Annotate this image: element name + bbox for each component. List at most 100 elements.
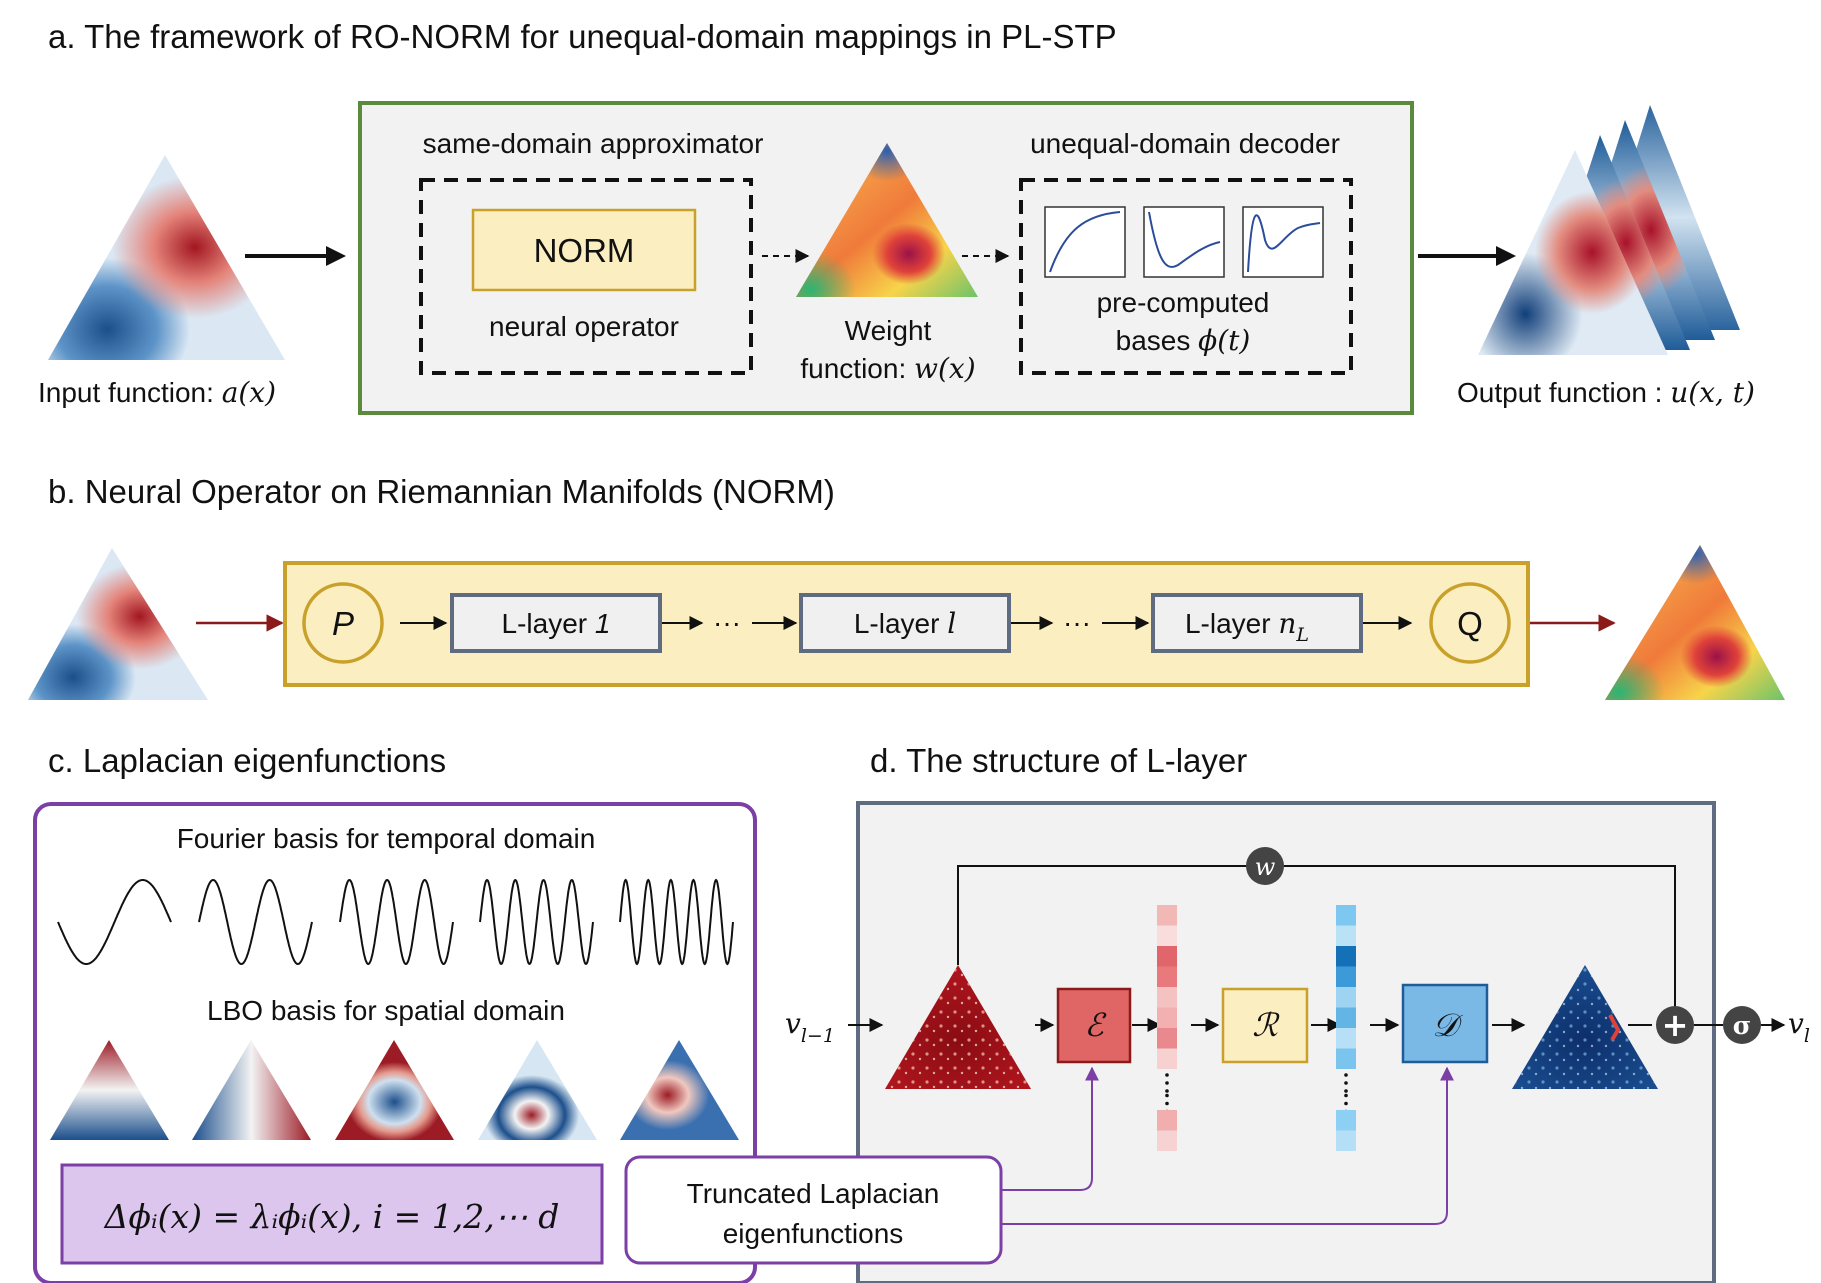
l-layer-n-box bbox=[1151, 593, 1363, 653]
decoder-box bbox=[1401, 983, 1489, 1064]
blue-vector-ellipsis-dot bbox=[1344, 1093, 1348, 1098]
input-function-math: a(x) bbox=[222, 376, 276, 409]
lbo-basis-3 bbox=[335, 1040, 454, 1140]
blue-vector-cell bbox=[1336, 987, 1356, 1008]
panel-a-title: a. The framework of RO-NORM for unequal-… bbox=[48, 18, 1117, 55]
weight-label-line2: function: bbox=[800, 353, 914, 384]
input-function-triangle bbox=[48, 155, 285, 360]
sum-label: + bbox=[1662, 1006, 1689, 1044]
blue-vector-ellipsis-dot bbox=[1344, 1073, 1348, 1077]
p-label: P bbox=[332, 605, 354, 642]
norm-output-triangle bbox=[1605, 545, 1785, 700]
weight-label-math: w(x) bbox=[914, 352, 976, 385]
truncated-eigenfunctions-box bbox=[624, 1155, 1003, 1265]
output-function-stack bbox=[1478, 105, 1740, 355]
svg-text:Input function: a(x): Input function: a(x) bbox=[38, 376, 276, 409]
svg-text:L-layer l: L-layer l bbox=[854, 607, 956, 640]
l-layer-1-box bbox=[450, 593, 662, 653]
output-function-math: u(x, t) bbox=[1670, 376, 1755, 409]
l-layer-n-sub: L bbox=[1295, 624, 1309, 646]
activation-node bbox=[1723, 1006, 1761, 1044]
encoded-coefficient-vector bbox=[1157, 905, 1177, 1151]
basis-plot-3 bbox=[1242, 206, 1324, 278]
decoder-dashed-box bbox=[1019, 178, 1353, 375]
neural-operator-label: neural operator bbox=[489, 311, 679, 342]
blue-vector-cell bbox=[1336, 1007, 1356, 1028]
red-vector-ellipsis-dot bbox=[1165, 1101, 1169, 1106]
l-layer-l-index: l bbox=[947, 607, 956, 640]
bases-label-line1: pre-computed bbox=[1097, 287, 1270, 318]
reducer-box bbox=[1221, 987, 1309, 1064]
lbo-basis-2 bbox=[192, 1040, 311, 1140]
panel-c-title: c. Laplacian eigenfunctions bbox=[48, 742, 446, 779]
blue-vector-cell bbox=[1336, 905, 1356, 926]
purple-arrow-to-encoder bbox=[1001, 1066, 1099, 1191]
red-vector-cell bbox=[1157, 946, 1177, 967]
fourier-wave-5 bbox=[619, 878, 734, 966]
fourier-basis-plots bbox=[57, 878, 734, 966]
activation-label: σ bbox=[1733, 1011, 1751, 1040]
p-projection-circle bbox=[302, 582, 384, 664]
weight-label-line1: Weight bbox=[845, 315, 932, 346]
svg-text:L-layer 1: L-layer 1 bbox=[502, 608, 611, 639]
svg-text:bases ϕ(t): bases ϕ(t) bbox=[1116, 324, 1251, 357]
blue-vector-cell bbox=[1336, 1028, 1356, 1049]
blue-vector-cell bbox=[1336, 966, 1356, 987]
svg-text:vl−1: vl−1 bbox=[785, 1007, 835, 1047]
l-layer-n-label: L-layer bbox=[1185, 608, 1278, 639]
approximator-label: same-domain approximator bbox=[423, 128, 764, 159]
l-layer-l-box bbox=[799, 593, 1011, 653]
fourier-wave-2 bbox=[198, 878, 313, 966]
l-layer-input-triangle bbox=[885, 965, 1031, 1089]
v-out-label: v bbox=[1788, 1007, 1804, 1040]
approximator-dashed-box bbox=[419, 178, 753, 375]
blue-vector-cell bbox=[1336, 1130, 1356, 1151]
reduced-coefficient-vector bbox=[1336, 905, 1356, 1151]
red-vector-ellipsis-dot bbox=[1165, 1081, 1169, 1085]
red-vector-cell bbox=[1157, 1028, 1177, 1049]
fourier-wave-1 bbox=[57, 879, 172, 965]
blue-vector-ellipsis-dot bbox=[1344, 1089, 1348, 1093]
dots-1: ··· bbox=[713, 607, 741, 638]
truncated-label-line2: eigenfunctions bbox=[723, 1218, 904, 1249]
l-layer-1-label: L-layer bbox=[502, 608, 595, 639]
encoder-label: ℰ bbox=[1084, 1006, 1107, 1044]
red-vector-ellipsis-dot bbox=[1165, 1073, 1169, 1077]
red-vector-ellipsis-dot bbox=[1165, 1093, 1169, 1098]
fourier-wave-4 bbox=[479, 879, 594, 965]
l-layer-l-label: L-layer bbox=[854, 608, 947, 639]
input-function-label: Input function: bbox=[38, 377, 222, 408]
q-label: Q bbox=[1457, 605, 1483, 642]
norm-box bbox=[471, 208, 697, 292]
red-vector-cell bbox=[1157, 1007, 1177, 1028]
red-vector-cell bbox=[1157, 966, 1177, 987]
sum-node bbox=[1656, 1006, 1694, 1044]
decoder-label: unequal-domain decoder bbox=[1030, 128, 1340, 159]
blue-vector-cell bbox=[1336, 925, 1356, 946]
red-vector-cell bbox=[1157, 1110, 1177, 1131]
panel-d-title: d. The structure of L-layer bbox=[870, 742, 1247, 779]
v-out-sub: l bbox=[1804, 1025, 1810, 1047]
truncated-label-line1: Truncated Laplacian bbox=[687, 1178, 940, 1209]
q-projection-circle bbox=[1429, 582, 1511, 664]
svg-text:Output function : u(x, t): Output function : u(x, t) bbox=[1457, 376, 1755, 409]
encoder-box bbox=[1056, 987, 1132, 1064]
purple-arrow-to-decoder bbox=[1001, 1066, 1454, 1225]
fourier-wave-3 bbox=[339, 878, 454, 966]
lbo-basis-1 bbox=[50, 1040, 169, 1140]
blue-vector-ellipsis-dot bbox=[1344, 1081, 1348, 1085]
v-in-label: v bbox=[785, 1007, 801, 1040]
red-vector-cell bbox=[1157, 1048, 1177, 1069]
norm-box-label: NORM bbox=[534, 232, 635, 269]
svg-text:L-layer nL: L-layer nL bbox=[1185, 607, 1309, 646]
bases-label-line2: bases bbox=[1116, 325, 1199, 356]
eigen-equation-box bbox=[60, 1163, 604, 1265]
svg-text:vl: vl bbox=[1788, 1007, 1810, 1047]
w-weight-label: w bbox=[1255, 853, 1276, 881]
output-function-label: Output function : bbox=[1457, 377, 1670, 408]
norm-input-triangle bbox=[28, 548, 208, 700]
l-layer-n-index: n bbox=[1278, 607, 1296, 640]
blue-vector-cell bbox=[1336, 1110, 1356, 1131]
red-vector-cell bbox=[1157, 905, 1177, 926]
